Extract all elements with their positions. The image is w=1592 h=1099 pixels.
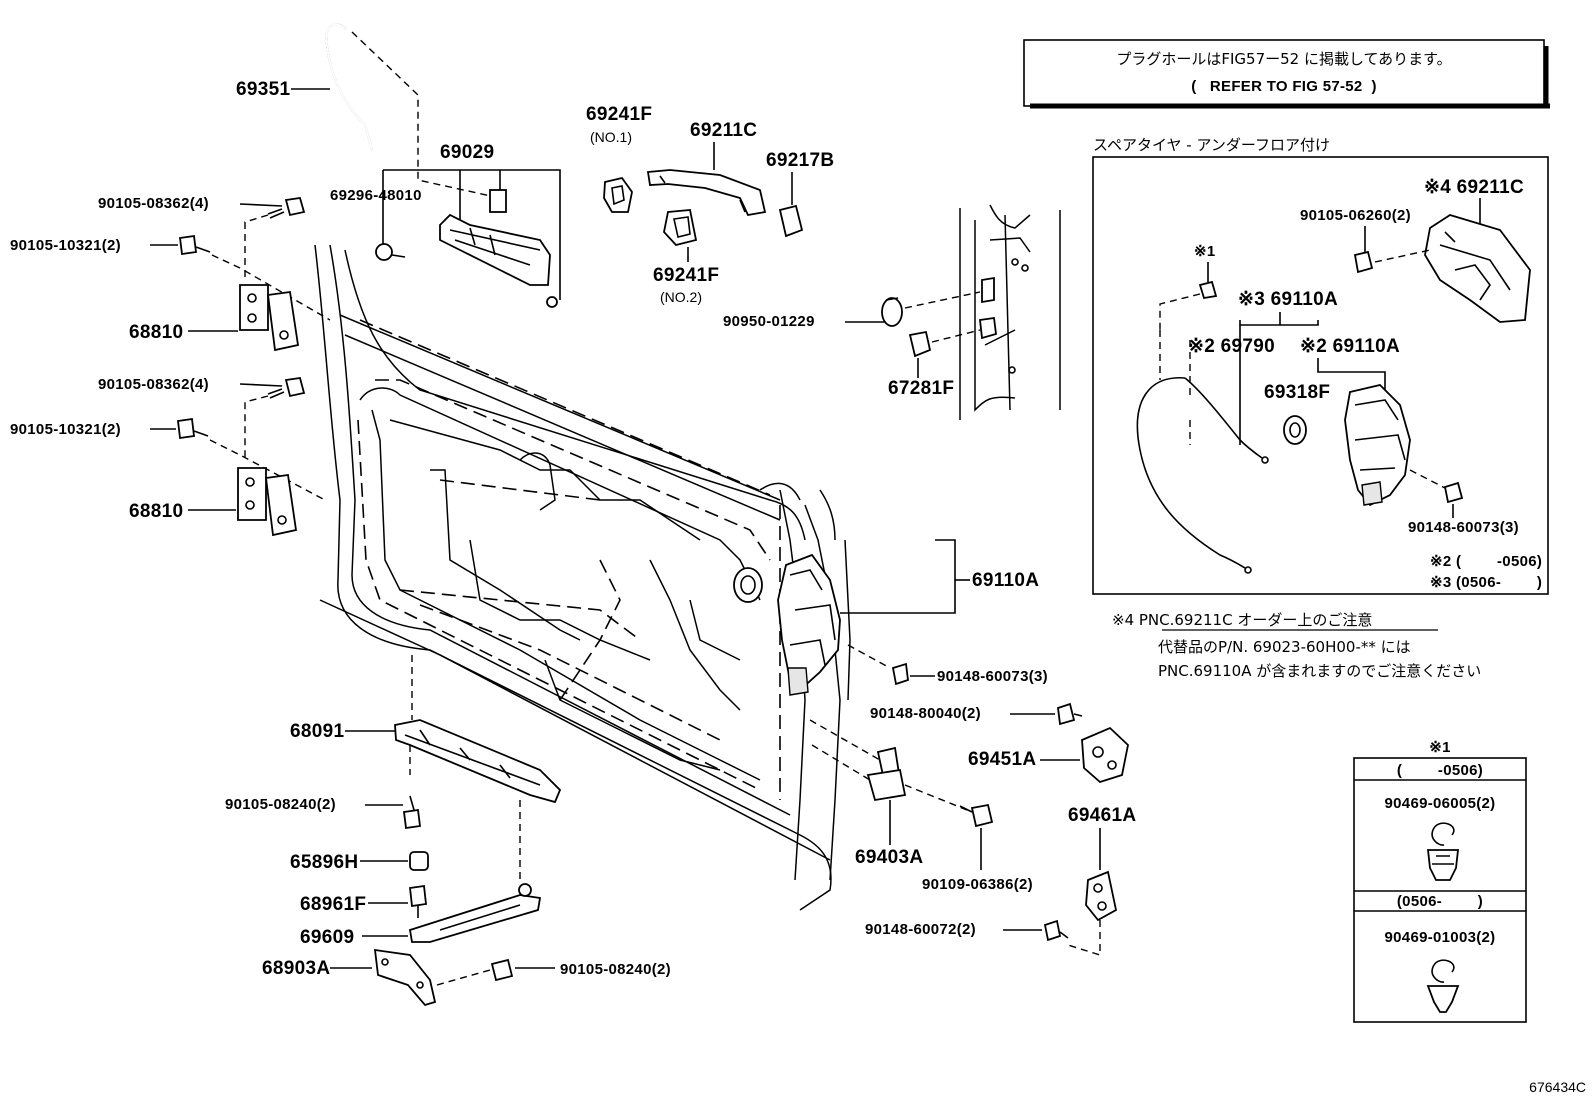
label-69451A: 69451A <box>968 749 1036 770</box>
hinge-68810-upper <box>239 284 300 352</box>
bolt-lower-1 <box>267 376 306 399</box>
label-90148-80040: 90148-80040(2) <box>870 705 981 722</box>
inset-note2: ※2 ( -0506) <box>1430 553 1542 570</box>
label-69241F-no2-sub: (NO.2) <box>660 289 702 305</box>
screw-90109-06386 <box>959 803 994 828</box>
bolt-upper-2 <box>178 234 211 256</box>
clip-90469-06005-icon <box>1426 822 1460 881</box>
note4-line2: 代替品のP/N. 69023-60H00-** には <box>1158 638 1411 656</box>
cover-69217b <box>778 204 804 238</box>
label-69296-48010: 69296-48010 <box>330 187 422 204</box>
inset-label-69790-2: ※2 69790 <box>1188 336 1275 357</box>
label-69217B: 69217B <box>766 150 834 171</box>
door-lock-69110a <box>733 553 841 696</box>
clipbox-part1: 90469-06005(2) <box>1385 795 1496 812</box>
inset-clip <box>1198 280 1218 300</box>
label-90109-06386: 90109-06386(2) <box>922 876 1033 893</box>
cap-65896h <box>409 851 429 871</box>
inset-label-69110a-2: ※2 69110A <box>1300 336 1400 357</box>
label-68091: 68091 <box>290 721 344 742</box>
label-90105-08240-b: 90105-08240(2) <box>560 961 671 978</box>
striker-69461a <box>1085 870 1118 922</box>
label-69609: 69609 <box>300 927 354 948</box>
outside-handle-frame <box>375 189 558 308</box>
door-panel <box>314 244 851 911</box>
clipbox-range2: (0506- ) <box>1397 893 1483 910</box>
inset-lock-69110a <box>1344 384 1411 507</box>
outside-handle-69211c <box>646 169 767 217</box>
gasket-69241f-no2 <box>663 209 698 247</box>
inset-handle-69211c <box>1424 214 1531 323</box>
label-69351: 69351 <box>236 79 290 100</box>
inset-label-69318f: 69318F <box>1264 382 1330 403</box>
figure-id: 676434C <box>1529 1079 1586 1095</box>
inset-label-90148-60073: 90148-60073(3) <box>1408 519 1519 536</box>
gasket-69241f-no1 <box>603 176 633 213</box>
label-68810-upper: 68810 <box>129 322 183 343</box>
label-69241F-no1: 69241F <box>586 104 652 125</box>
label-67281F: 67281F <box>888 378 954 399</box>
label-90105-08362-lower: 90105-08362(4) <box>98 376 209 393</box>
inset-mark1: ※1 <box>1194 243 1216 260</box>
inset-screw-90148-60073 <box>1443 481 1464 504</box>
clipbox-header: ※1 <box>1429 739 1451 756</box>
body-pillar <box>959 204 1061 420</box>
notice-line2: ( REFER TO FIG 57-52 ) <box>1191 78 1377 95</box>
bolt-90105-08240-a <box>402 795 422 830</box>
striker-69451a <box>1081 726 1129 784</box>
inset-cable-69790 <box>1136 377 1269 574</box>
inset-label-69110a-3: ※3 69110A <box>1238 289 1338 310</box>
label-69241F-no1-sub: (NO.1) <box>590 129 632 145</box>
screw-90148-60073 <box>891 662 909 686</box>
label-69029: 69029 <box>440 142 494 163</box>
clip-90469-01003-icon <box>1426 959 1460 1013</box>
rail-68091 <box>394 719 562 804</box>
bracket-68903a <box>373 948 437 1007</box>
label-68810-lower: 68810 <box>129 501 183 522</box>
inset-box <box>1092 156 1549 595</box>
label-68903A: 68903A <box>262 958 330 979</box>
bolt-lower-2 <box>177 417 209 440</box>
label-90105-08362-upper: 90105-08362(4) <box>98 195 209 212</box>
bolt-68961f <box>409 884 427 918</box>
door-rod-69351 <box>324 23 373 151</box>
inset-label-69211c: ※4 69211C <box>1424 177 1524 198</box>
bolt-90105-08240-b <box>490 958 514 982</box>
screw-90148-80040 <box>1057 702 1083 726</box>
label-65896H: 65896H <box>290 852 358 873</box>
label-90148-60073: 90148-60073(3) <box>937 668 1048 685</box>
label-69110A: 69110A <box>972 570 1039 591</box>
label-90950-01229: 90950-01229 <box>723 313 815 330</box>
clipbox-part2: 90469-01003(2) <box>1385 929 1496 946</box>
screw-90148-60072 <box>1043 919 1069 942</box>
plug-90950 <box>881 297 903 327</box>
label-69241F-no2: 69241F <box>653 265 719 286</box>
notice-box: プラグホールはFIG57ー52 に掲載してあります。 ( REFER TO FI… <box>1023 39 1550 109</box>
inset-title: スペアタイヤ - アンダーフロア付け <box>1093 136 1330 154</box>
inset-screw-90105-06260 <box>1353 250 1374 274</box>
notice-line1: プラグホールはFIG57ー52 に掲載してあります。 <box>1116 50 1451 68</box>
label-90105-10321-lower: 90105-10321(2) <box>10 421 121 438</box>
note4-line3: PNC.69110A が含まれますのでご注意ください <box>1158 662 1481 680</box>
hinge-68810-lower <box>237 467 298 537</box>
label-90105-08240-a: 90105-08240(2) <box>225 796 336 813</box>
label-69211C: 69211C <box>690 120 757 141</box>
check-69403a <box>866 746 907 802</box>
label-90148-60072: 90148-60072(2) <box>865 921 976 938</box>
inset-note3: ※3 (0506- ) <box>1430 574 1542 591</box>
inset-label-90105-06260: 90105-06260(2) <box>1300 207 1411 224</box>
bolt-upper-1 <box>267 196 306 219</box>
clipbox-range1: ( -0506) <box>1397 762 1483 779</box>
label-69461A: 69461A <box>1068 805 1136 826</box>
arm-69609 <box>408 883 542 943</box>
order-note: ※4 PNC.69211C オーダー上のご注意 代替品のP/N. 69023-6… <box>1112 611 1481 680</box>
label-69403A: 69403A <box>855 847 923 868</box>
label-90105-10321-upper: 90105-10321(2) <box>10 237 121 254</box>
inset-grommet-69318f <box>1283 415 1307 445</box>
label-68961F: 68961F <box>300 894 366 915</box>
note4-line1: ※4 PNC.69211C オーダー上のご注意 <box>1112 611 1372 629</box>
striker-67281f <box>908 330 932 358</box>
clip-box: ※1 ( -0506) 90469-06005(2) (0506- ) 9046… <box>1353 739 1527 1023</box>
